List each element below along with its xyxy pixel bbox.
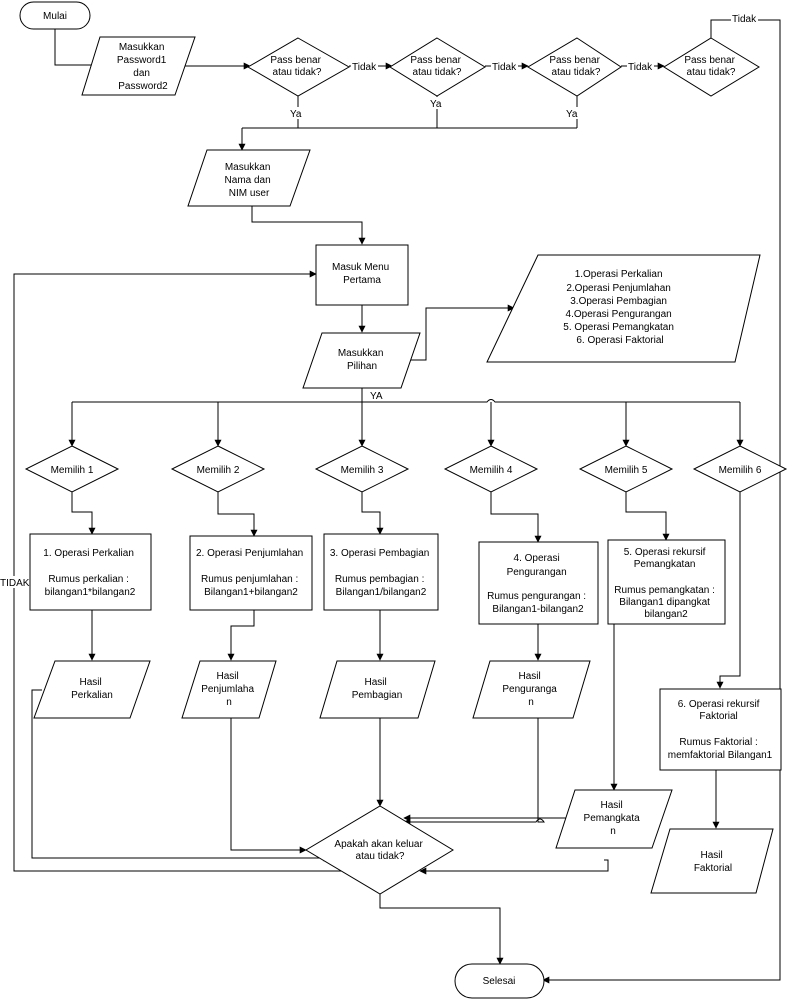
start-label: Mulai — [43, 11, 67, 22]
result-2: Hasil Penjumlaha n — [181, 660, 277, 719]
choice-decision-3-text: Memilih 3 — [341, 465, 384, 476]
result-2-text: Hasil Penjumlaha n — [201, 671, 257, 708]
yes-label-3: Ya — [566, 109, 578, 120]
choice-decision-1: Memilih 1 — [24, 445, 120, 493]
choice-decision-6-text: Memilih 6 — [719, 465, 762, 476]
edge-labels: Tidak Tidak Tidak Tidak Ya Ya Ya YA TIDA… — [0, 13, 758, 589]
process-1-text: 1. Operasi Perkalian Rumus perkalian : b… — [43, 548, 136, 598]
input-choice-text: Masukkan Pilihan — [338, 348, 386, 372]
no-label-1: Tidak — [352, 62, 377, 73]
input-user-text: Masukkan Nama dan NIM user — [225, 162, 274, 199]
process-3-text: 3. Operasi Pembagian Rumus pembagian : B… — [330, 548, 432, 598]
password-check-1-text: Pass benar atau tidak? — [270, 55, 323, 78]
edge-p2-r2 — [227, 610, 255, 661]
password-check-4-text: Pass benar atau tidak? — [684, 55, 737, 78]
choice-decision-5: Memilih 5 — [578, 445, 674, 493]
input-password-node: Masukkan Password1 dan Password2 — [81, 36, 196, 96]
process-2-text: 2. Operasi Penjumlahan Rumus penjumlahan… — [196, 548, 306, 598]
start-terminator: Mulai — [19, 1, 91, 30]
edge-d3-p3 — [361, 492, 384, 535]
process-4-text: 4. Operasi Pengurangan Rumus pengurangan… — [487, 553, 589, 615]
edge-d5-p5 — [625, 492, 670, 541]
end-label: Selesai — [483, 976, 516, 987]
ya-upper-label: YA — [370, 391, 383, 402]
end-terminator: Selesai — [454, 963, 545, 999]
yes-label-1: Ya — [290, 109, 302, 120]
edge-choice-list — [410, 304, 515, 361]
result-5-text: Hasil Pemangkata n — [584, 800, 643, 837]
edge-user-menu — [251, 206, 366, 245]
process-1: 1. Operasi Perkalian Rumus perkalian : b… — [29, 533, 152, 611]
choice-decision-3: Memilih 3 — [314, 445, 410, 493]
edge-r2-q — [230, 718, 307, 854]
edge-d1-p1 — [71, 492, 96, 535]
choice-decision-2-text: Memilih 2 — [197, 465, 240, 476]
menu-list-node: 1.Operasi Perkalian 2.Operasi Penjumlaha… — [486, 254, 761, 363]
edge-start-input — [54, 28, 106, 69]
yes-label-2: Ya — [430, 99, 442, 110]
process-2: 2. Operasi Penjumlahan Rumus penjumlahan… — [189, 535, 313, 611]
edge-d4-p4 — [490, 492, 542, 543]
no-label-4: Tidak — [732, 14, 757, 25]
process-5: 5. Operasi rekursif Pemangkatan Rumus pe… — [607, 539, 726, 625]
edge-d6-p6 — [716, 492, 741, 689]
choice-decision-4-text: Memilih 4 — [470, 465, 513, 476]
edge-r1-q — [31, 689, 331, 862]
edge-check4-end — [542, 19, 781, 984]
choice-decision-2: Memilih 2 — [170, 445, 266, 493]
password-check-2: Pass benar atau tidak? — [389, 37, 486, 97]
result-6: Hasil Faktorial — [650, 828, 774, 894]
choice-decision-1-text: Memilih 1 — [51, 465, 94, 476]
no-label-3: Tidak — [628, 62, 653, 73]
result-6-text: Hasil Faktorial — [694, 850, 732, 874]
menu-text: Masuk Menu Pertama — [332, 262, 392, 286]
password-check-3: Pass benar atau tidak? — [527, 37, 622, 97]
input-choice-node: Masukkan Pilihan — [302, 332, 421, 389]
input-user-node: Masukkan Nama dan NIM user — [187, 149, 311, 207]
choice-decision-4: Memilih 4 — [443, 445, 539, 493]
exit-question-decision: Apakah akan keluar atau tidak? — [305, 805, 454, 895]
edge-r4-q — [403, 718, 545, 826]
password-check-1: Pass benar atau tidak? — [247, 37, 351, 97]
choice-decision-6: Memilih 6 — [692, 445, 788, 493]
menu-process: Masuk Menu Pertama — [315, 244, 409, 306]
edge-r6-q — [419, 859, 609, 875]
process-6: 6. Operasi rekursif Faktorial Rumus Fakt… — [659, 688, 782, 771]
exit-question-text: Apakah akan keluar atau tidak? — [334, 839, 425, 862]
no-label-2: Tidak — [492, 62, 517, 73]
menu-list-text: 1.Operasi Perkalian 2.Operasi Penjumlaha… — [563, 269, 676, 346]
edge-branch-bar — [72, 399, 740, 403]
process-5-text: 5. Operasi rekursif Pemangkatan Rumus pe… — [614, 547, 717, 620]
edge-q-end — [379, 894, 504, 965]
password-check-4: Pass benar atau tidak? — [663, 37, 760, 97]
result-3: Hasil Pembagian — [319, 660, 436, 719]
result-3-text: Hasil Pembagian — [352, 677, 403, 701]
result-5: Hasil Pemangkata n — [555, 789, 673, 849]
choice-decision-5-text: Memilih 5 — [605, 465, 648, 476]
process-6-text: 6. Operasi rekursif Faktorial Rumus Fakt… — [668, 699, 773, 761]
result-4-text: Hasil Penguranga n — [502, 671, 559, 708]
result-1: Hasil Perkalian — [33, 660, 151, 719]
password-check-2-text: Pass benar atau tidak? — [410, 55, 463, 78]
connectors — [13, 19, 781, 984]
edge-d2-p2 — [217, 492, 258, 537]
process-4: 4. Operasi Pengurangan Rumus pengurangan… — [478, 541, 599, 625]
result-1-text: Hasil Perkalian — [71, 677, 113, 701]
input-password-text: Masukkan Password1 dan Password2 — [117, 42, 169, 92]
result-4: Hasil Penguranga n — [472, 660, 591, 719]
password-check-3-text: Pass benar atau tidak? — [549, 55, 602, 78]
process-3: 3. Operasi Pembagian Rumus pembagian : B… — [323, 533, 439, 611]
edge-q-tidak-menu — [13, 270, 344, 872]
tidak-upper-label: TIDAK — [0, 578, 30, 589]
